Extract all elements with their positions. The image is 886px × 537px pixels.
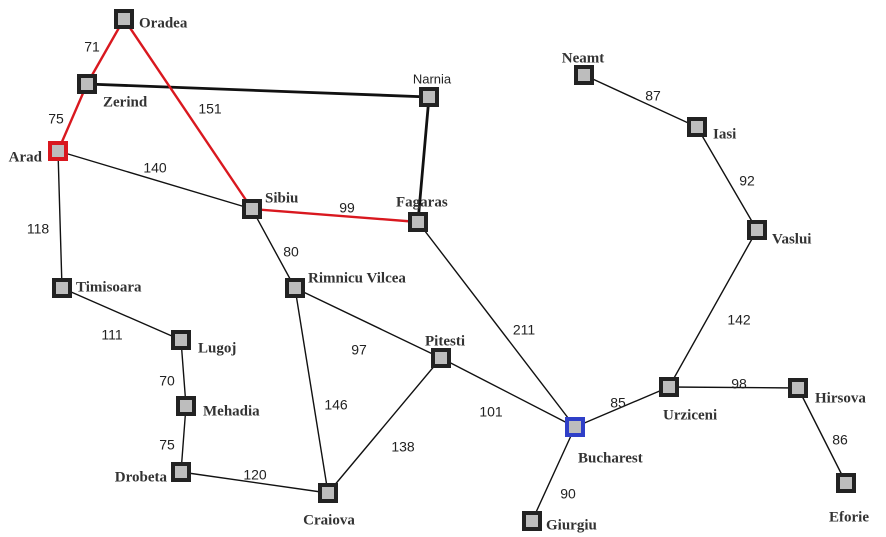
distance-label-bucharest-giurgiu: 90: [560, 486, 576, 502]
road-urziceni-hirsova: [668, 386, 799, 389]
city-node-iasi: [687, 117, 707, 137]
city-node-rimnicu: [285, 278, 305, 298]
city-label-sibiu: Sibiu: [265, 190, 298, 206]
city-label-narnia: Narnia: [413, 71, 452, 86]
city-label-neamt: Neamt: [562, 50, 604, 66]
city-node-mehadia: [176, 396, 196, 416]
city-node-pitesti: [431, 348, 451, 368]
city-label-rimnicu: Rimnicu Vilcea: [308, 270, 406, 286]
road-rimnicu-pitesti: [294, 287, 442, 359]
road-mehadia-drobeta: [180, 405, 187, 473]
distance-label-lugoj-mehadia: 70: [159, 373, 175, 389]
city-nodes-layer: [48, 9, 856, 531]
city-node-timisoara: [52, 278, 72, 298]
distance-label-craiova-pitesti: 138: [391, 439, 415, 455]
city-node-fagaras: [408, 212, 428, 232]
distance-label-zerind-arad: 75: [48, 111, 64, 127]
city-label-zerind: Zerind: [103, 94, 148, 110]
city-node-zerind: [77, 74, 97, 94]
distance-label-sibiu-rimnicu: 80: [283, 244, 299, 260]
distance-label-urziceni-vaslui: 142: [727, 312, 751, 328]
road-sibiu-fagaras: [250, 207, 420, 224]
road-craiova-pitesti: [327, 357, 442, 494]
road-arad-timisoara: [57, 150, 63, 289]
city-label-drobeta: Drobeta: [115, 469, 168, 485]
city-node-eforie: [836, 473, 856, 493]
distance-label-vaslui-iasi: 92: [739, 173, 755, 189]
road-oradea-sibiu: [122, 17, 254, 211]
road-sibiu-rimnicu: [251, 208, 296, 289]
road-oradea-zerind: [85, 17, 126, 86]
distance-label-urziceni-hirsova: 98: [731, 376, 747, 392]
road-hirsova-eforie: [797, 387, 847, 484]
distance-label-pitesti-bucharest: 101: [479, 404, 503, 420]
city-label-eforie: Eforie: [829, 509, 869, 525]
city-label-mehadia: Mehadia: [203, 403, 260, 419]
road-zerind-narnia: [85, 82, 431, 99]
road-vaslui-iasi: [696, 126, 758, 231]
distance-label-rimnicu-craiova: 146: [324, 397, 348, 413]
distance-label-bucharest-urziceni: 85: [610, 395, 626, 411]
city-node-bucharest: [565, 417, 585, 437]
road-timisoara-lugoj: [61, 287, 182, 341]
distance-label-fagaras-bucharest: 211: [513, 322, 536, 338]
roads-layer: [56, 17, 847, 522]
city-node-hirsova: [788, 378, 808, 398]
city-node-lugoj: [171, 330, 191, 350]
distance-label-hirsova-eforie: 86: [832, 432, 848, 448]
road-fagaras-bucharest: [417, 221, 576, 428]
road-lugoj-mehadia: [180, 339, 187, 407]
city-label-bucharest: Bucharest: [578, 450, 643, 466]
city-labels-layer: OradeaZerindAradTimisoaraLugojMehadiaDro…: [9, 15, 870, 533]
distance-label-arad-timisoara: 118: [27, 221, 50, 237]
city-label-arad: Arad: [9, 149, 43, 165]
city-node-arad: [48, 141, 68, 161]
road-bucharest-urziceni: [574, 386, 670, 428]
distance-label-sibiu-fagaras: 99: [339, 200, 355, 216]
distance-label-timisoara-lugoj: 111: [101, 327, 122, 343]
city-label-giurgiu: Giurgiu: [546, 517, 597, 533]
distance-label-oradea-zerind: 71: [84, 39, 100, 55]
city-node-narnia: [419, 87, 439, 107]
distance-labels-layer: 71 75 151 140 99 118 111 70 75 120 80 146 97 138 101 21…: [27, 39, 848, 502]
road-drobeta-craiova: [180, 471, 329, 494]
city-node-urziceni: [659, 377, 679, 397]
road-arad-sibiu: [57, 150, 253, 210]
city-label-fagaras: Fagaras: [396, 194, 448, 210]
distance-label-arad-sibiu: 140: [143, 160, 167, 176]
road-iasi-neamt: [583, 74, 698, 128]
city-label-iasi: Iasi: [713, 126, 736, 142]
city-label-urziceni: Urziceni: [663, 407, 717, 423]
city-node-oradea: [114, 9, 134, 29]
distance-label-mehadia-drobeta: 75: [159, 437, 175, 453]
road-pitesti-bucharest: [440, 357, 576, 428]
city-node-neamt: [574, 65, 594, 85]
road-narnia-fagaras: [416, 95, 431, 224]
road-urziceni-vaslui: [668, 229, 758, 388]
city-label-hirsova: Hirsova: [815, 390, 866, 406]
city-label-oradea: Oradea: [139, 15, 188, 31]
road-bucharest-giurgiu: [531, 426, 576, 522]
city-label-pitesti: Pitesti: [425, 333, 465, 349]
distance-label-drobeta-craiova: 120: [243, 467, 267, 483]
distance-label-rimnicu-pitesti: 97: [351, 342, 367, 358]
city-node-giurgiu: [522, 511, 542, 531]
city-node-vaslui: [747, 220, 767, 240]
road-zerind-arad: [56, 82, 89, 153]
city-node-sibiu: [242, 199, 262, 219]
distance-label-oradea-sibiu: 151: [198, 101, 222, 117]
city-label-vaslui: Vaslui: [772, 231, 811, 247]
city-label-craiova: Craiova: [303, 512, 355, 528]
road-rimnicu-craiova: [294, 287, 329, 494]
city-node-drobeta: [171, 462, 191, 482]
city-label-lugoj: Lugoj: [198, 340, 236, 356]
city-label-timisoara: Timisoara: [76, 279, 142, 295]
city-node-craiova: [318, 483, 338, 503]
distance-label-iasi-neamt: 87: [645, 88, 661, 104]
